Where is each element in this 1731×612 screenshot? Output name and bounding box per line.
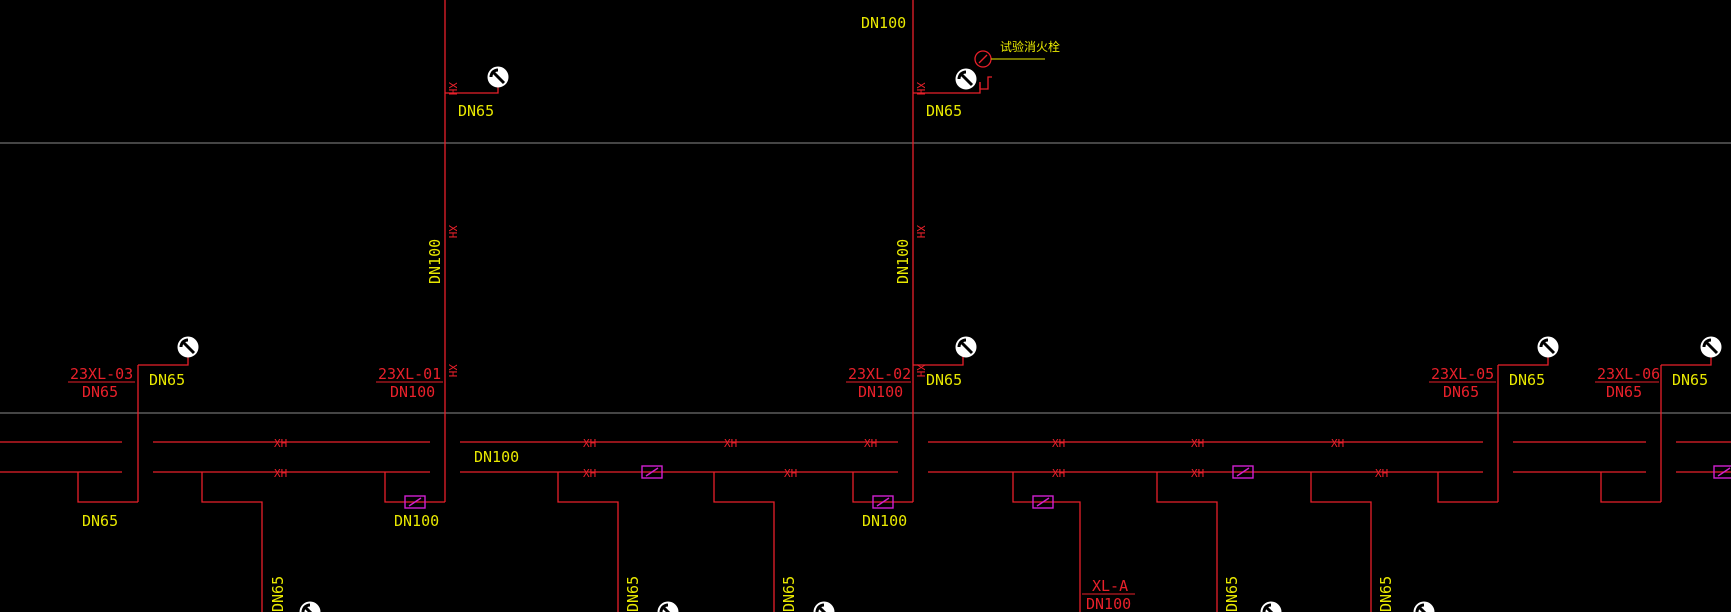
svg-text:XH: XH: [583, 437, 596, 450]
riser-tag-23xl-01: 23XL-01 DN100: [376, 365, 443, 401]
svg-text:23XL-06: 23XL-06: [1597, 365, 1660, 383]
test-hydrant-icon: [974, 50, 1045, 90]
svg-text:23XL-02: 23XL-02: [848, 365, 911, 383]
svg-text:XH: XH: [583, 467, 596, 480]
svg-text:XH: XH: [1052, 437, 1065, 450]
svg-text:XH: XH: [914, 82, 927, 95]
svg-text:DN65: DN65: [269, 576, 287, 612]
svg-text:23XL-03: 23XL-03: [70, 365, 133, 383]
svg-text:XH: XH: [784, 467, 797, 480]
hydrant-branches: [138, 82, 1712, 366]
svg-text:DN100: DN100: [390, 383, 435, 401]
size-labels: DN100 DN65 DN65 DN100 DN100 DN65 DN65 DN…: [82, 14, 1708, 612]
svg-text:DN100: DN100: [894, 239, 912, 284]
svg-text:XH: XH: [864, 437, 877, 450]
svg-text:XH: XH: [274, 437, 287, 450]
svg-text:DN65: DN65: [1606, 383, 1642, 401]
svg-text:DN65: DN65: [926, 371, 962, 389]
svg-text:DN100: DN100: [426, 239, 444, 284]
riser-tag-23xl-05: 23XL-05 DN65: [1429, 365, 1496, 401]
vertical-pipes: [137, 0, 1662, 502]
svg-text:DN65: DN65: [624, 576, 642, 612]
svg-text:XH: XH: [446, 82, 459, 95]
svg-text:DN100: DN100: [861, 14, 906, 32]
main-pipes: [0, 441, 1731, 473]
riser-tag-xl-a: XL-A DN100: [1082, 577, 1135, 612]
svg-text:DN65: DN65: [149, 371, 185, 389]
svg-text:XH: XH: [1375, 467, 1388, 480]
svg-text:DN100: DN100: [474, 448, 519, 466]
svg-text:XH: XH: [1331, 437, 1344, 450]
svg-text:DN65: DN65: [82, 512, 118, 530]
svg-text:DN65: DN65: [1377, 576, 1395, 612]
svg-text:DN100: DN100: [394, 512, 439, 530]
svg-text:DN100: DN100: [1086, 595, 1131, 612]
riser-tag-23xl-06: 23XL-06 DN65: [1595, 365, 1660, 401]
svg-text:XH: XH: [724, 437, 737, 450]
svg-text:XH: XH: [446, 225, 459, 238]
svg-text:DN65: DN65: [82, 383, 118, 401]
svg-text:DN65: DN65: [926, 102, 962, 120]
test-hydrant-label: 试验消火栓: [1000, 39, 1060, 54]
svg-text:23XL-01: 23XL-01: [378, 365, 441, 383]
svg-text:DN65: DN65: [1223, 576, 1241, 612]
svg-text:XH: XH: [1191, 467, 1204, 480]
svg-text:XH: XH: [274, 467, 287, 480]
xh-marks-horizontal: XH XH XH XH XH XH XH XH XH XH XH XH XH: [274, 437, 1388, 480]
svg-text:DN65: DN65: [1443, 383, 1479, 401]
riser-tag-23xl-02: 23XL-02 DN100: [846, 365, 911, 401]
svg-text:DN65: DN65: [780, 576, 798, 612]
svg-text:XH: XH: [1191, 437, 1204, 450]
svg-text:23XL-05: 23XL-05: [1431, 365, 1494, 383]
riser-tag-23xl-03: 23XL-03 DN65: [68, 365, 135, 401]
svg-text:DN65: DN65: [1509, 371, 1545, 389]
svg-text:XL-A: XL-A: [1092, 577, 1128, 595]
xh-marks-vertical: XH XH XH XH XH XH: [446, 82, 927, 377]
svg-text:DN100: DN100: [858, 383, 903, 401]
svg-text:DN100: DN100: [862, 512, 907, 530]
svg-text:DN65: DN65: [1672, 371, 1708, 389]
fire-hydrant-icon: [176, 65, 1723, 612]
svg-text:XH: XH: [914, 225, 927, 238]
drop-pipes: [77, 472, 1661, 612]
svg-text:XH: XH: [1052, 467, 1065, 480]
svg-text:XH: XH: [446, 364, 459, 377]
svg-text:XH: XH: [914, 364, 927, 377]
svg-text:DN65: DN65: [458, 102, 494, 120]
